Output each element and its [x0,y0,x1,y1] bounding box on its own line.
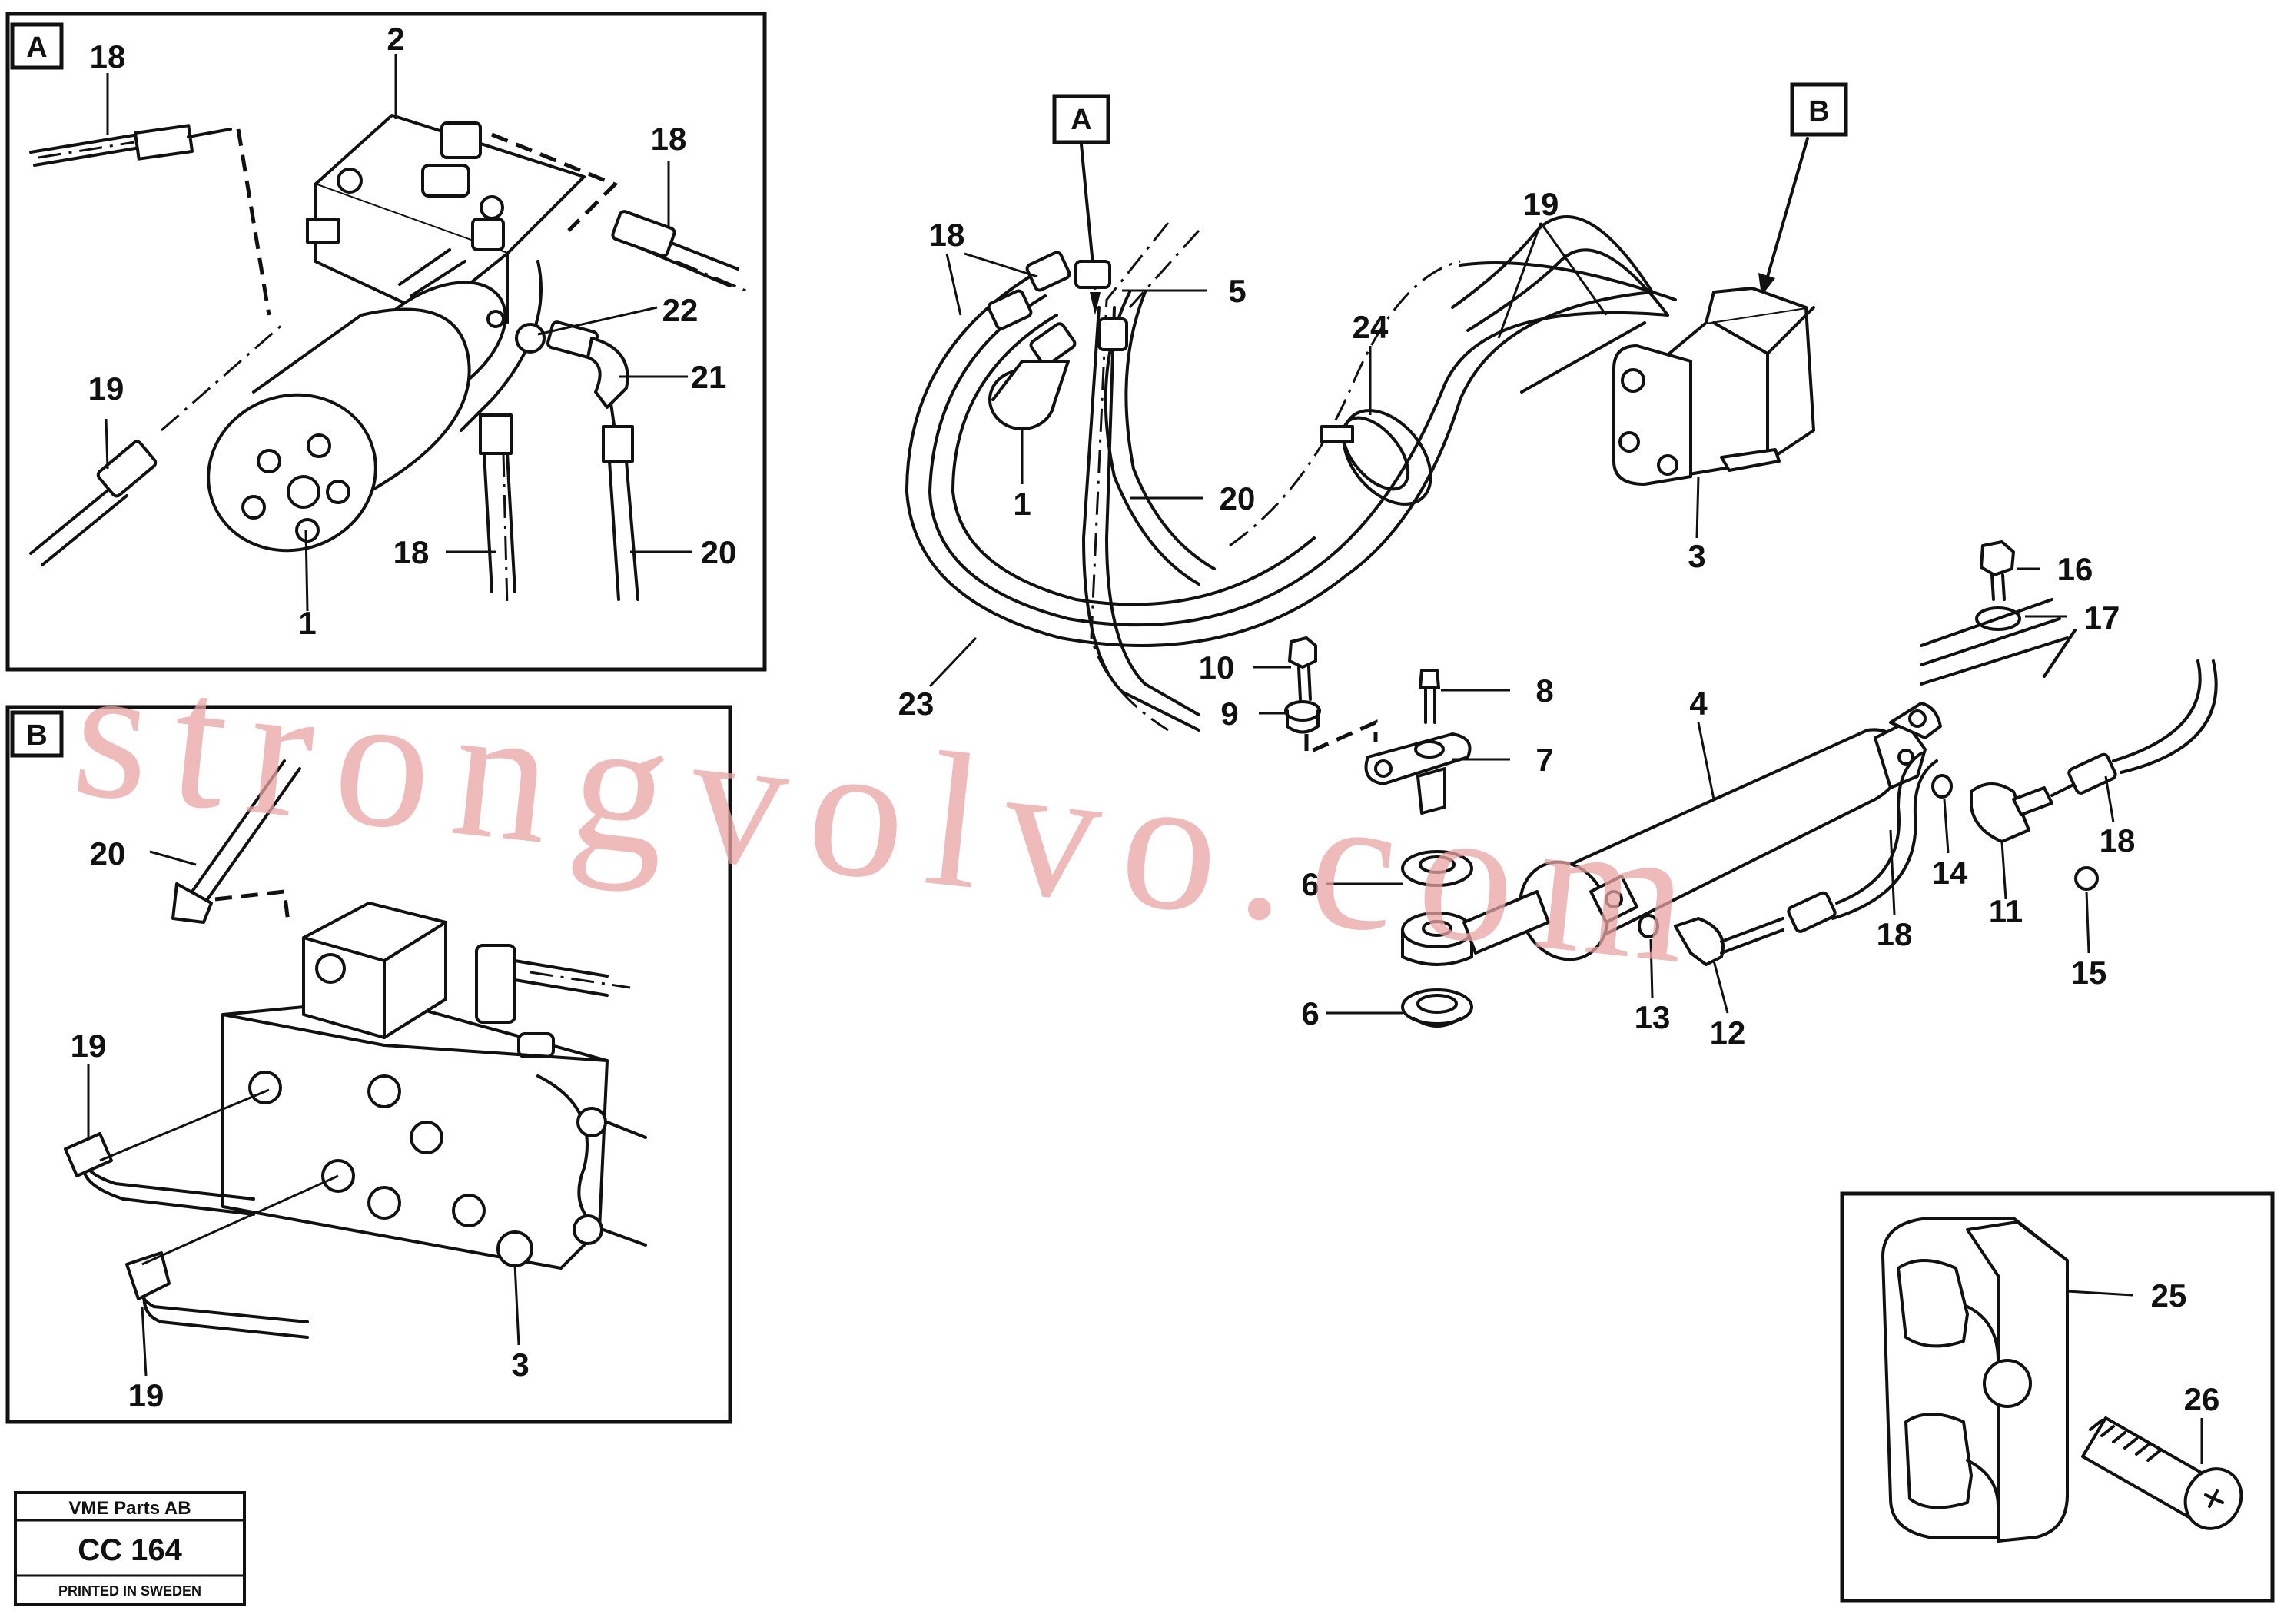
title-block-company: VME Parts AB [68,1498,191,1519]
inset-a: A [5,12,767,672]
clamp-hole [1983,1359,2032,1408]
callout-main-18: 18 [929,217,965,253]
title-block: VME Parts AB CC 164 PRINTED IN SWEDEN [14,1491,246,1606]
callout-b-3: 3 [511,1347,529,1383]
clamp-inset-frame [1840,1191,2275,1603]
bolt-16 [1980,540,2015,576]
callout-main-9: 9 [1220,696,1238,732]
callout-main-17: 17 [2084,599,2120,636]
callout-main-12: 12 [1710,1015,1746,1051]
callout-main-20: 20 [1220,480,1256,516]
inset-b-label: B [26,719,47,752]
hose-19 [29,483,128,566]
callout-main-3: 3 [1688,538,1705,574]
callout-clamp-25: 25 [2151,1277,2187,1313]
callout-a-19: 19 [88,370,124,407]
grease-nipple-8 [1419,669,1440,689]
callout-a-1: 1 [298,605,316,641]
callout-a-21: 21 [691,359,727,395]
callout-b-19: 19 [71,1028,107,1064]
marker-b-box [1790,82,1848,137]
callout-a-18: 18 [90,38,126,75]
callout-main-24: 24 [1353,309,1389,345]
oring-14 [1931,774,1953,799]
callout-main-11: 11 [1989,893,2023,929]
valve-fitting [475,944,516,1024]
callout-main-10: 10 [1199,649,1235,686]
bracket [1920,598,2077,686]
callout-main-5: 5 [1228,273,1246,309]
callout-main-7: 7 [1535,742,1553,778]
main-drawing: A B [898,82,2218,1051]
inset-b-frame [5,705,732,1424]
callout-a-18b: 18 [651,121,687,157]
callout-main-18c: 18 [1877,916,1913,952]
callout-a-18c: 18 [393,534,430,570]
plug-15 [2074,866,2099,891]
callout-main-13: 13 [1635,999,1671,1035]
callout-b-20: 20 [90,835,126,872]
clamp-inset: 25 26 [1840,1191,2275,1603]
inset-a-label: A [26,32,47,64]
marker-b-label: B [1808,95,1829,128]
callout-main-19: 19 [1523,186,1559,222]
hose-18-left [29,133,141,167]
hose-fitting [133,124,194,161]
motor-face [207,393,377,553]
elbow-21 [586,337,629,409]
inset-b: B 20 [5,705,732,1424]
title-block-code: CC 164 [78,1533,182,1567]
hose-20-lower [608,460,639,601]
marker-a-box [1052,94,1110,144]
callout-main-16: 16 [2057,551,2093,587]
seal-6-top [1401,850,1473,887]
bolt-10 [1288,636,1317,669]
inset-a-label-box [10,22,64,70]
callout-main-1: 1 [1013,486,1031,522]
callout-main-23: 23 [898,686,935,722]
callout-b-19b: 19 [128,1377,164,1413]
callout-main-8: 8 [1535,673,1553,709]
hose-18-cyl [1835,752,1923,905]
washer-9 [1284,700,1321,722]
oring-13 [1638,914,1659,938]
callout-a-20: 20 [701,534,737,570]
callout-main-4: 4 [1689,686,1708,722]
callout-main-15: 15 [2071,955,2107,991]
marker-a-label: A [1071,104,1091,136]
callout-main-6b: 6 [1301,995,1319,1031]
callout-main-6: 6 [1301,866,1319,902]
inset-b-label-box [10,710,64,758]
callout-main-14: 14 [1932,855,1968,891]
callout-a-2: 2 [387,21,404,57]
hose-18-lower [483,452,516,593]
callout-clamp-26: 26 [2184,1381,2220,1417]
hose-bundle-1 [905,275,1654,647]
clamp-24 [1342,409,1432,506]
title-block-footer: PRINTED IN SWEDEN [58,1583,201,1599]
callout-main-18b: 18 [2100,822,2136,858]
piston-rod [1462,890,1550,955]
callout-a-22: 22 [662,292,699,328]
inset-a-frame [5,12,767,672]
